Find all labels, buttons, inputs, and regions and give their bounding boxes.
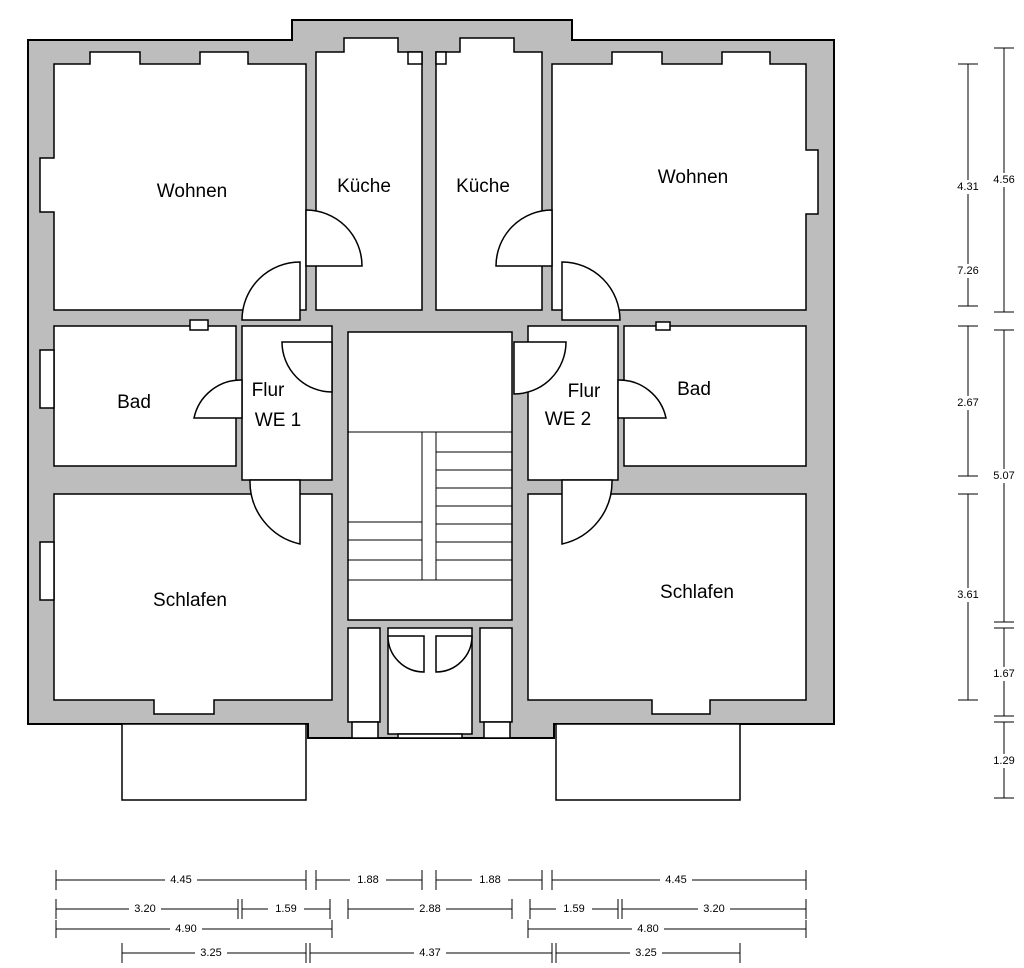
dim-bottom-row3-2: 4.80 [637, 923, 658, 935]
dim-right-col2-4: 1.29 [993, 755, 1014, 767]
dim-bottom-row4-1: 3.25 [200, 947, 221, 959]
stairs [348, 431, 512, 581]
vent-kueche-right [435, 51, 447, 65]
room-kueche-right [435, 37, 543, 311]
room-wohnen-left [39, 51, 307, 311]
door-entrance-right [435, 635, 473, 673]
label-wohnen-left: Wohnen [157, 181, 227, 202]
label-bad-left: Bad [117, 392, 151, 413]
door-wohnen-right [561, 261, 621, 321]
dim-bottom-row2-4: 1.59 [563, 903, 584, 915]
room-wohnen-right [551, 51, 819, 311]
window-schlafen-left [39, 541, 55, 601]
vent-right [655, 321, 671, 331]
dim-right-col1-4: 3.61 [957, 589, 978, 601]
door-entrance-left [387, 635, 425, 673]
door-flur-entry-left [281, 341, 333, 393]
vent-kueche-left [407, 51, 423, 65]
label-flur-we1-line2: WE 1 [255, 410, 301, 431]
room-schlafen-right [527, 493, 807, 715]
label-schlafen-left: Schlafen [153, 590, 227, 611]
dim-bottom-row3-1: 4.90 [175, 923, 196, 935]
doors [193, 209, 667, 673]
window-bad-left [39, 349, 55, 409]
door-schlafen-right [561, 479, 613, 545]
label-kueche-left: Küche [337, 176, 391, 197]
vent-left [189, 319, 209, 331]
label-flur-we2-line1: Flur [568, 381, 601, 402]
dim-bottom-row2-3: 2.88 [419, 903, 440, 915]
label-flur-we2-line2: WE 2 [545, 409, 591, 430]
door-kueche-left [305, 209, 363, 267]
balcony-right [555, 723, 741, 801]
balcony-left [121, 723, 307, 801]
label-schlafen-right: Schlafen [660, 582, 734, 603]
room-labels: Wohnen Küche Küche Wohnen Bad Flur WE 1 … [117, 167, 734, 611]
dim-right-col2-1: 4.56 [993, 174, 1014, 186]
door-kueche-right [495, 209, 553, 267]
door-bad-right [617, 379, 667, 419]
door-flur-entry-right [513, 341, 567, 395]
door-threshold [397, 733, 463, 739]
step-left [351, 721, 379, 739]
label-wohnen-right: Wohnen [658, 167, 728, 188]
stairwell [347, 331, 513, 621]
dim-right-col1-1: 4.31 [957, 181, 978, 193]
door-wohnen-left [241, 261, 301, 321]
dim-bottom-row1-3: 1.88 [479, 874, 500, 886]
room-schlafen-left [53, 493, 333, 715]
dim-bottom-row1-1: 4.45 [170, 874, 191, 886]
dim-right-col1-2: 7.26 [957, 265, 978, 277]
entrance-niche-right [479, 627, 513, 723]
label-flur-we1-line1: Flur [252, 380, 285, 401]
dim-bottom-row2-1: 3.20 [134, 903, 155, 915]
dim-right-col2-3: 1.67 [993, 668, 1014, 680]
label-kueche-right: Küche [456, 176, 510, 197]
door-bad-left [193, 379, 243, 419]
dim-right-col1-3: 2.67 [957, 397, 978, 409]
entrance-niche-left [347, 627, 381, 723]
dim-bottom-row2-2: 1.59 [275, 903, 296, 915]
dimension-chain-right: 4.31 7.26 2.67 3.61 4.56 5.07 1.67 1.29 [954, 47, 1018, 799]
dim-bottom-row4-3: 3.25 [635, 947, 656, 959]
dim-bottom-row1-2: 1.88 [357, 874, 378, 886]
label-bad-right: Bad [677, 379, 711, 400]
room-kueche-left [315, 37, 423, 311]
step-right [483, 721, 511, 739]
dim-bottom-row4-2: 4.37 [419, 947, 440, 959]
dim-bottom-row2-5: 3.20 [703, 903, 724, 915]
door-schlafen-left [249, 479, 301, 545]
dim-bottom-row1-4: 4.45 [665, 874, 686, 886]
dimension-chain-bottom: 4.45 1.88 1.88 4.45 3.20 1.59 2.88 1.59 … [55, 870, 807, 963]
dim-right-col2-2: 5.07 [993, 470, 1014, 482]
